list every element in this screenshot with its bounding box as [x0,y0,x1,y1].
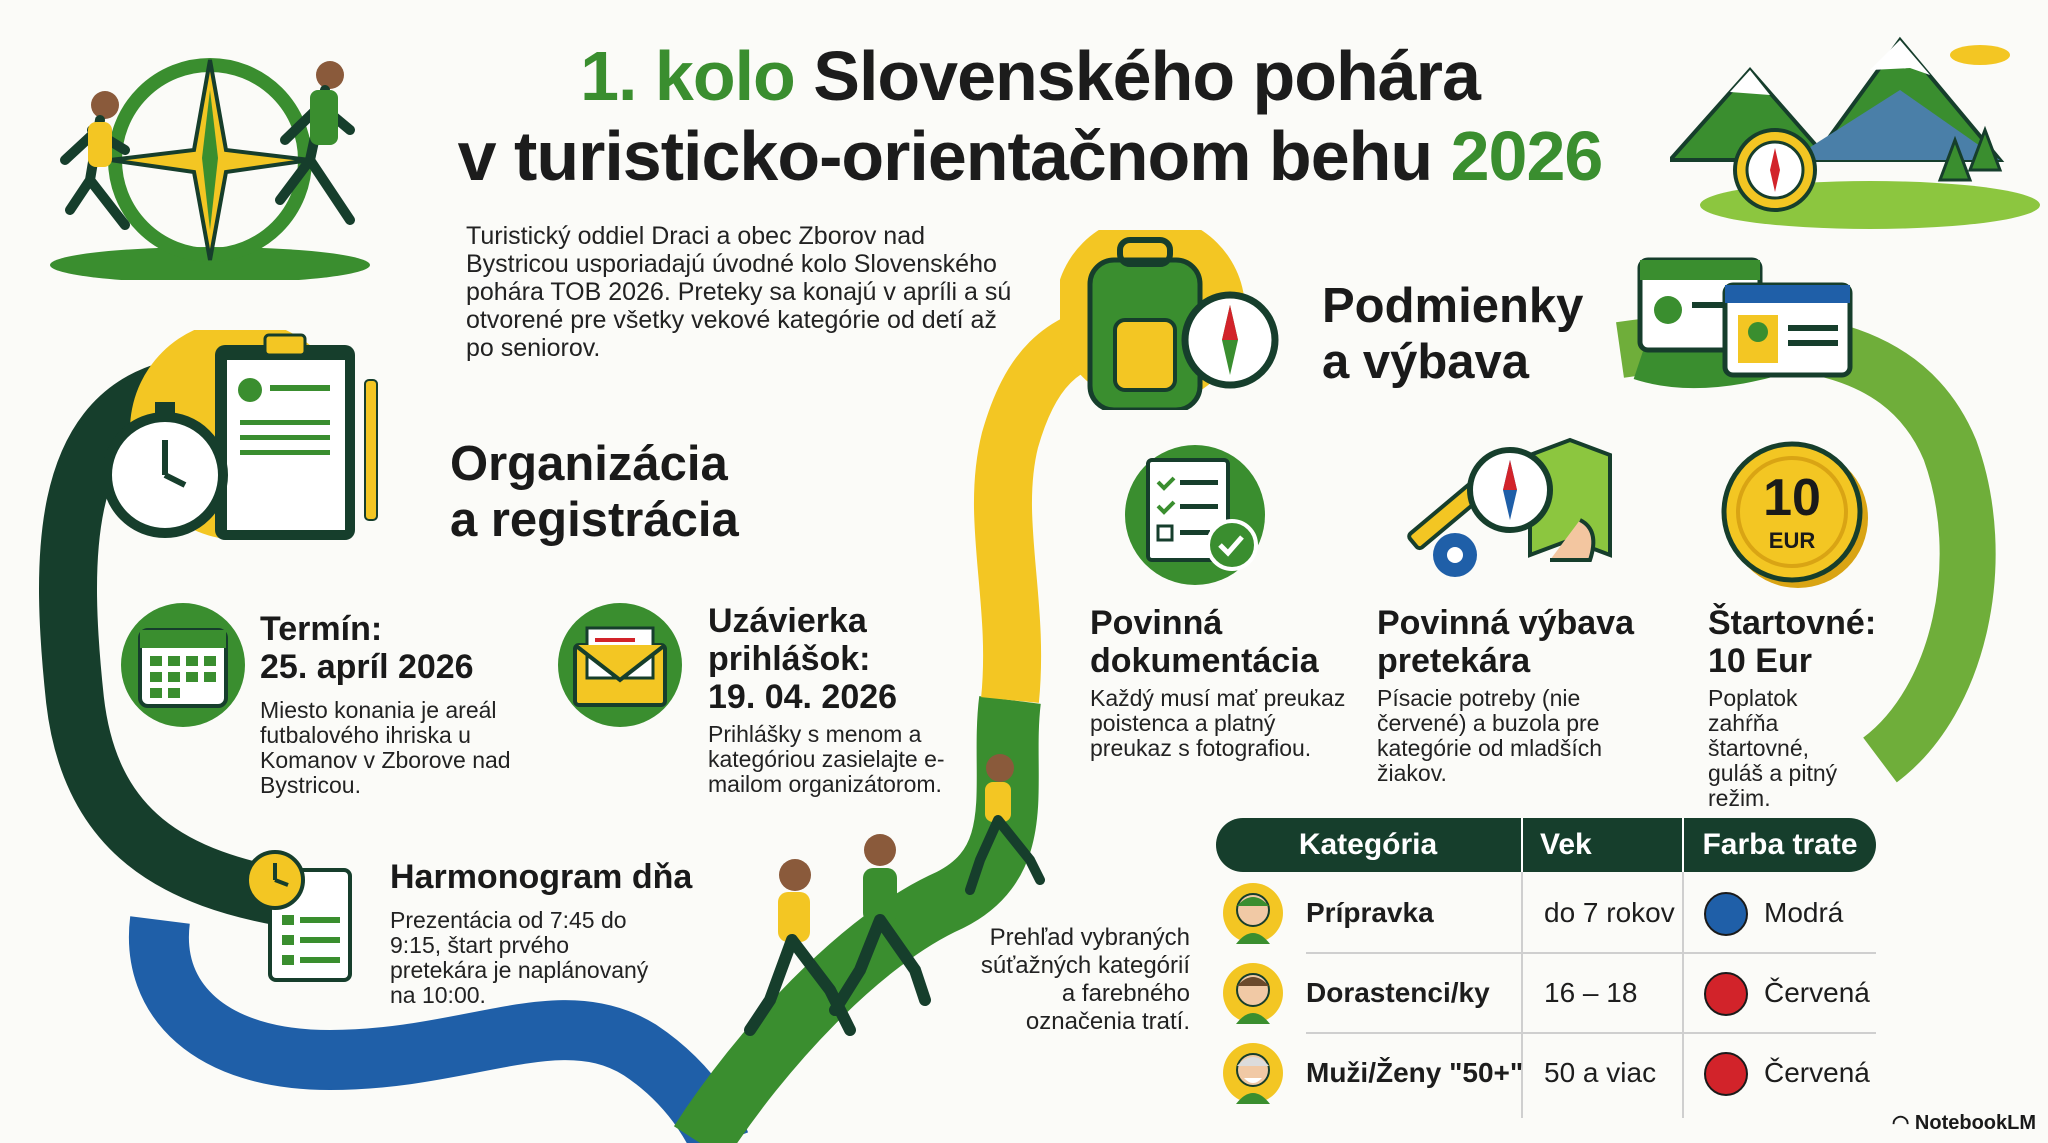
podmienky-heading-line1: Podmienky [1322,279,1584,333]
table-row-divider [1306,952,1876,954]
header-kategoria: Kategória [1298,828,1438,861]
harmonogram-title: Harmonogram dňa [390,858,693,896]
organizacia-heading-line2: a registrácia [450,493,739,547]
termin-title-line2: 25. apríl 2026 [260,648,474,686]
vybava-title-line2: pretekára [1377,642,1531,680]
row-farba: Červená [1764,1057,1870,1088]
schedule-clock-icon [245,850,352,982]
table-row: Muži/Ženy "50+" 50 a viac Červená [1216,1034,1876,1112]
table-row: Dorastenci/ky 16 – 18 Červená [1216,954,1876,1032]
checklist-icon [1125,445,1265,585]
row-farba: Červená [1764,977,1870,1008]
logo-text: NotebookLM [1914,1112,2036,1134]
vybava-title-line1: Povinná výbava [1377,604,1635,642]
table-header: Kategória Vek Farba trate [1216,818,1876,872]
row-kategoria: Muži/Ženy "50+" [1306,1057,1524,1088]
termin-title: Termín: 25. apríl 2026 [260,610,474,686]
runners-illustration [744,754,1045,1036]
calendar-icon [121,603,245,727]
table-divider [1682,872,1684,1118]
coin-unit: EUR [1768,528,1816,553]
header-vek: Vek [1540,828,1592,861]
page-title: 1. kolo Slovenského pohára v turisticko-… [380,36,1680,196]
startovne-title: Štartovné: 10 Eur [1708,604,1876,680]
uzavierka-title: Uzávierka prihlášok: 19. 04. 2026 [708,602,897,716]
row-vek: 50 a viac [1544,1057,1657,1088]
dokumentacia-title-line2: dokumentácia [1090,642,1319,680]
podmienky-heading: Podmienky a výbava [1322,278,1583,390]
uzavierka-text: Prihlášky s menom a kategóriou zasielajt… [708,721,945,797]
intro-text: Turistický oddiel Draci a obec Zborov na… [466,222,1012,362]
coin-value: 10 [1763,469,1821,527]
senior-avatar-icon [1223,1043,1283,1104]
table-divider [1521,872,1523,1118]
row-kategoria: Dorastenci/ky [1306,977,1490,1008]
row-kategoria: Prípravka [1306,897,1434,928]
termin-title-line1: Termín: [260,610,383,648]
notebooklm-logo: ◠ NotebookLM [1892,1110,2036,1135]
dokumentacia-title: Povinná dokumentácia [1090,604,1319,680]
row-vek: 16 – 18 [1544,977,1638,1008]
startovne-text: Poplatok zahŕňa štartovné, guláš a pitný… [1708,685,1838,811]
termin-text: Miesto konania je areál futbalového ihri… [260,697,511,798]
envelope-icon [558,603,682,727]
title-year: 2026 [1450,117,1604,195]
backpack-compass-icon [1060,230,1279,410]
row-vek: do 7 rokov [1544,897,1675,928]
coin-icon: 10 EUR [1720,440,1870,590]
table-row: Prípravka do 7 rokov Modrá [1216,874,1876,952]
organizacia-heading: Organizácia a registrácia [450,436,739,548]
uzavierka-title-line1: Uzávierka [708,602,867,640]
child-avatar-icon [1223,883,1283,944]
startovne-title-line2: 10 Eur [1708,642,1812,680]
title-part3: v turisticko-orientačnom behu [457,117,1451,195]
table-row-divider [1306,1032,1876,1034]
mountains-compass-illustration [1670,36,2040,229]
runners-compass-illustration [50,58,370,280]
title-part1: 1. kolo [580,37,796,115]
red-dot-icon [1704,1052,1748,1096]
table-note: Prehľad vybraných súťažných kategórií a … [980,924,1190,1035]
uzavierka-title-line2: prihlášok: [708,640,871,678]
startovne-title-line1: Štartovné: [1708,604,1877,642]
pencil-compass-map-icon [1407,437,1612,577]
vybava-text: Písacie potreby (nie červené) a buzola p… [1377,685,1603,786]
id-cards-icon [1637,257,1853,378]
harmonogram-text: Prezentácia od 7:45 do 9:15, štart prvéh… [390,907,649,1008]
title-part2: Slovenského pohára [794,37,1481,115]
row-farba: Modrá [1764,897,1844,928]
header-farba: Farba trate [1702,828,1858,861]
clipboard-stopwatch-icon [102,330,378,540]
teen-avatar-icon [1223,963,1283,1024]
dokumentacia-title-line1: Povinná [1090,604,1223,642]
blue-dot-icon [1704,892,1748,936]
uzavierka-title-line3: 19. 04. 2026 [708,678,898,716]
dokumentacia-text: Každý musí mať preukaz poistenca a platn… [1090,685,1346,761]
red-dot-icon [1704,972,1748,1016]
category-table: Kategória Vek Farba trate Prípravka do 7… [1216,818,1876,1118]
podmienky-heading-line2: a výbava [1322,335,1530,389]
notebooklm-icon: ◠ [1891,1112,1915,1134]
vybava-title: Povinná výbava pretekára [1377,604,1634,680]
organizacia-heading-line1: Organizácia [450,437,728,491]
